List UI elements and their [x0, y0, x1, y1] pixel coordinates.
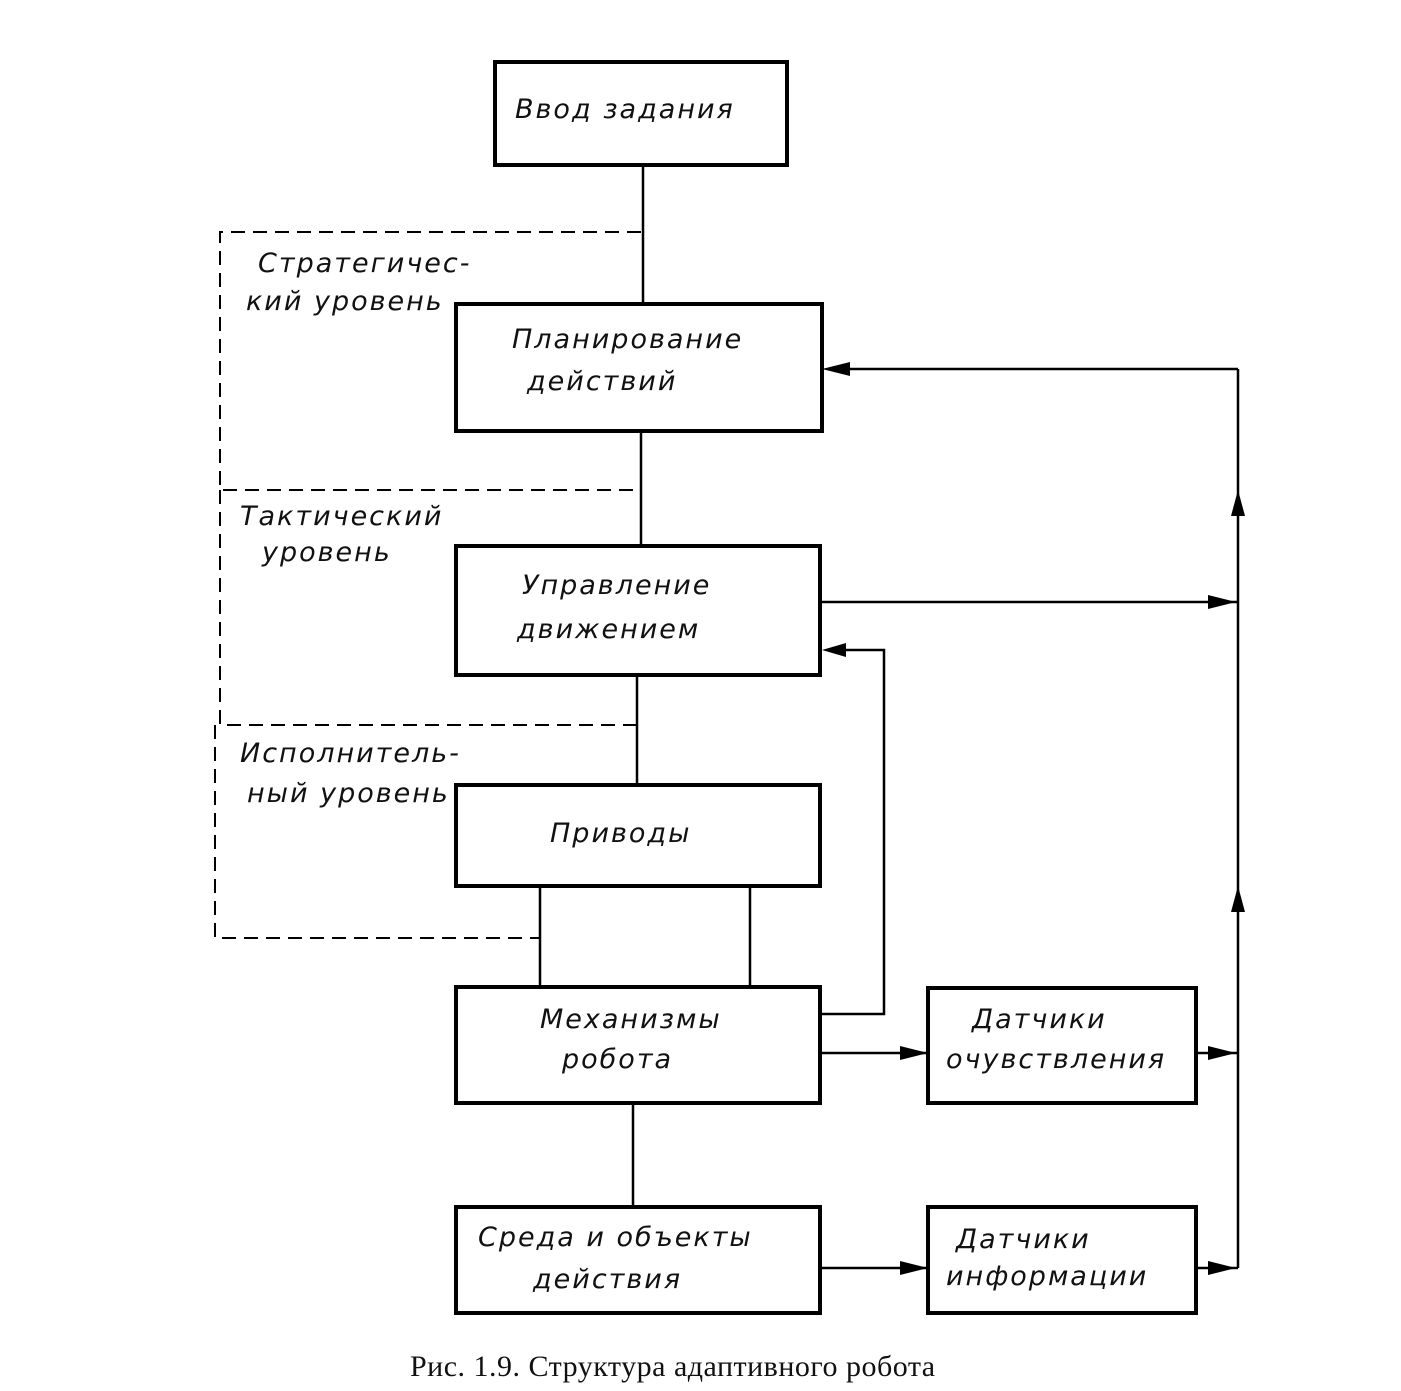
block-robot-mechanisms: Механизмы робота: [454, 985, 822, 1105]
block-sensing-sensors-line1: Датчики: [971, 1004, 1107, 1035]
arrowhead-into-sensing-sensors: [900, 1046, 928, 1060]
arrowhead-motion-to-bus: [1208, 595, 1236, 609]
block-info-sensors: Датчики информации: [926, 1205, 1198, 1315]
executive-level-label-line2: ный уровень: [247, 778, 450, 809]
arrowhead-bus-up-lower: [1231, 886, 1245, 912]
feedback-mechanisms-to-motion: [820, 648, 886, 1016]
executive-level-label-line1: Исполнитель-: [240, 738, 461, 769]
arrowhead-sensing-to-bus: [1208, 1046, 1236, 1060]
block-environment-objects-line1: Среда и объекты: [478, 1222, 753, 1253]
block-drives-label: Приводы: [550, 818, 691, 849]
tactical-level-label-line2: уровень: [261, 537, 392, 568]
block-robot-mechanisms-line1: Механизмы: [540, 1004, 722, 1035]
block-motion-control: Управление движением: [454, 544, 822, 677]
block-info-sensors-line1: Датчики: [955, 1224, 1091, 1255]
block-robot-mechanisms-line2: робота: [561, 1044, 673, 1075]
arrowhead-info-to-bus: [1208, 1261, 1236, 1275]
strategic-level-label-line2: кий уровень: [246, 286, 444, 317]
block-action-planning-line2: действий: [526, 366, 677, 397]
executive-level-region: [214, 725, 540, 939]
block-environment-objects-line2: действия: [532, 1264, 682, 1295]
block-action-planning-line1: Планирование: [512, 324, 743, 355]
block-drives: Приводы: [454, 783, 822, 888]
strategic-level-label-line1: Стратегичес-: [258, 248, 472, 279]
tactical-level-label-line1: Тактический: [240, 501, 443, 532]
block-task-input-label: Ввод задания: [515, 94, 735, 125]
block-motion-control-line1: Управление: [522, 570, 711, 601]
strategic-level-region: [219, 231, 641, 491]
arrowhead-into-motion-control: [822, 643, 846, 657]
arrowhead-bus-up-upper: [1231, 490, 1245, 516]
block-motion-control-line2: движением: [516, 614, 700, 645]
block-action-planning: Планирование действий: [454, 302, 824, 433]
figure-caption: Рис. 1.9. Структура адаптивного робота: [410, 1350, 936, 1383]
arrowhead-into-info-sensors: [900, 1261, 928, 1275]
arrowhead-into-planning: [822, 362, 850, 376]
block-task-input: Ввод задания: [493, 60, 789, 167]
block-sensing-sensors-line2: очувствления: [946, 1044, 1166, 1075]
tactical-level-region: [219, 490, 636, 726]
block-sensing-sensors: Датчики очувствления: [926, 986, 1198, 1105]
block-environment-objects: Среда и объекты действия: [454, 1205, 822, 1315]
block-info-sensors-line2: информации: [946, 1261, 1148, 1292]
